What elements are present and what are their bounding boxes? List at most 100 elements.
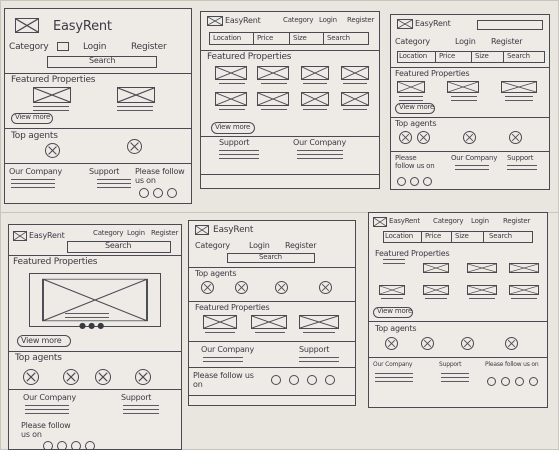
search-input[interactable] [227,253,315,263]
agent-avatar-icon[interactable] [127,139,142,154]
agent-avatar-icon[interactable] [421,337,434,350]
agent-avatar-icon[interactable] [235,281,248,294]
featured-heading: Featured Properties [207,52,292,62]
agent-avatar-icon[interactable] [399,131,412,144]
register-link[interactable]: Register [491,37,523,46]
social-icon[interactable] [307,375,317,385]
location-filter[interactable]: Location [385,232,414,240]
agent-avatar-icon[interactable] [505,337,518,350]
footer-support[interactable]: Support [219,138,250,147]
footer-support[interactable]: Support [89,167,120,176]
social-icon[interactable] [71,441,81,449]
view-more-button[interactable] [11,113,53,124]
register-link[interactable]: Register [131,42,167,52]
image-placeholder-icon [251,315,287,329]
login-link[interactable]: Login [455,37,476,46]
footer-company[interactable]: Our Company [293,138,347,147]
agent-avatar-icon[interactable] [385,337,398,350]
view-more-button[interactable] [211,122,255,134]
footer-follow: Please follow us on [485,361,539,368]
footer-support[interactable]: Support [121,393,152,402]
login-link[interactable]: Login [471,217,489,225]
footer-support[interactable]: Support [439,361,462,368]
social-icon[interactable] [85,441,95,449]
social-icon[interactable] [515,377,524,386]
footer-support[interactable]: Support [507,154,534,162]
category-menu[interactable]: Category [433,217,464,225]
search-button[interactable]: Search [507,52,530,60]
register-link[interactable]: Register [285,241,317,250]
register-link[interactable]: Register [151,229,179,237]
agent-avatar-icon[interactable] [319,281,332,294]
social-icon[interactable] [423,177,432,186]
login-link[interactable]: Login [249,241,270,250]
login-link[interactable]: Login [83,42,107,52]
category-menu[interactable]: Category [283,16,314,24]
agent-avatar-icon[interactable] [275,281,288,294]
agent-avatar-icon[interactable] [463,131,476,144]
category-menu[interactable]: Category [195,241,230,250]
agent-avatar-icon[interactable] [201,281,214,294]
search-button[interactable]: Search [105,241,132,250]
size-filter[interactable]: Size [293,34,307,42]
social-icon[interactable] [43,441,53,449]
social-icon[interactable] [271,375,281,385]
view-more-button[interactable] [17,335,71,347]
category-menu[interactable]: Category [93,229,124,237]
footer-company[interactable]: Our Company [9,167,63,176]
featured-heading: Featured Properties [13,257,98,267]
price-filter[interactable]: Price [257,34,274,42]
footer-support[interactable]: Support [299,345,330,354]
social-icon[interactable] [57,441,67,449]
logo-placeholder-icon [373,217,387,227]
social-icon[interactable] [289,375,299,385]
agent-avatar-icon[interactable] [95,369,111,385]
register-link[interactable]: Register [347,16,375,24]
brand-name: EasyRent [415,19,451,28]
social-icon[interactable] [529,377,538,386]
price-filter[interactable]: Price [439,52,456,60]
footer-company[interactable]: Our Company [201,345,255,354]
login-link[interactable]: Login [319,16,337,24]
location-filter[interactable]: Location [399,52,428,60]
social-icon[interactable] [501,377,510,386]
search-button[interactable]: Search [327,34,350,42]
agent-avatar-icon[interactable] [509,131,522,144]
footer-company[interactable]: Our Company [451,154,498,162]
search-input[interactable] [47,56,157,68]
carousel-image-placeholder-icon[interactable] [29,273,161,327]
search-input[interactable] [67,241,171,253]
register-link[interactable]: Register [503,217,531,225]
search-button[interactable]: Search [259,253,282,261]
category-menu[interactable]: Category [9,42,49,52]
agent-avatar-icon[interactable] [417,131,430,144]
social-icon[interactable] [153,188,163,198]
social-icon[interactable] [487,377,496,386]
carousel-dots[interactable]: ● ● ● [79,321,105,330]
search-input[interactable] [477,20,543,30]
login-link[interactable]: Login [127,229,145,237]
footer-company[interactable]: Our Company [23,393,77,402]
location-filter[interactable]: Location [213,34,242,42]
agent-avatar-icon[interactable] [23,369,39,385]
social-icon[interactable] [139,188,149,198]
footer-company[interactable]: Our Company [373,361,413,368]
agent-avatar-icon[interactable] [135,369,151,385]
social-icon[interactable] [397,177,406,186]
category-menu[interactable]: Category [395,37,430,46]
price-filter[interactable]: Price [425,232,442,240]
search-button[interactable]: Search [489,232,512,240]
social-icon[interactable] [167,188,177,198]
view-more-button[interactable] [395,103,435,114]
agent-avatar-icon[interactable] [63,369,79,385]
view-more-button[interactable] [373,307,413,318]
search-button[interactable]: Search [89,56,116,65]
wireframe-mobile-1: EasyRent Category Login Register Search … [4,8,192,204]
agent-avatar-icon[interactable] [461,337,474,350]
size-filter[interactable]: Size [455,232,469,240]
size-filter[interactable]: Size [475,52,489,60]
social-icon[interactable] [410,177,419,186]
social-icon[interactable] [325,375,335,385]
agent-avatar-icon[interactable] [45,143,60,158]
dropdown-icon[interactable] [57,42,69,51]
